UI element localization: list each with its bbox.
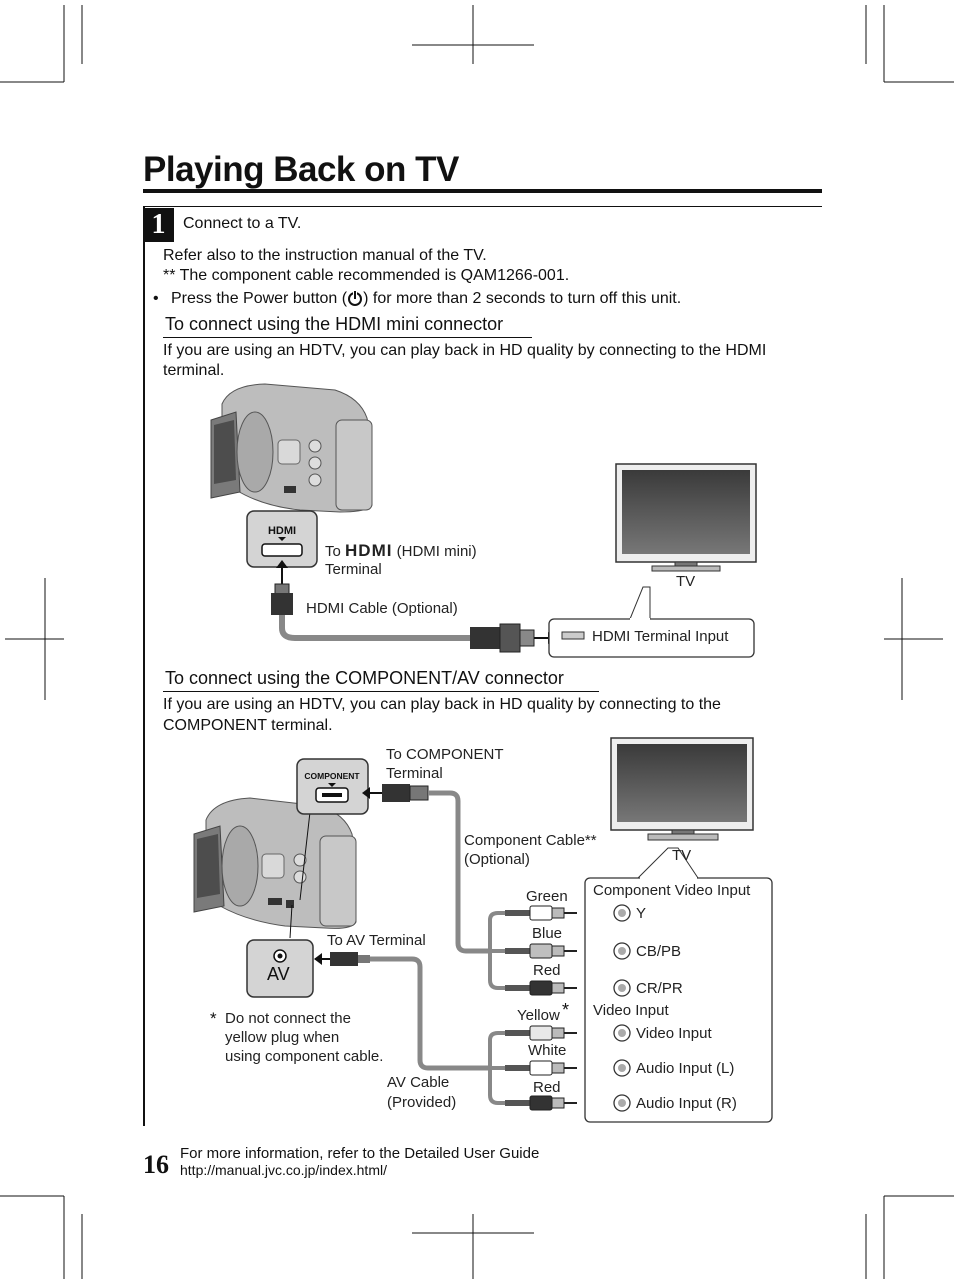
plug-red-label-1: Red: [533, 962, 561, 979]
hdmi-to-word: To: [325, 543, 341, 560]
footer-url[interactable]: http://manual.jvc.co.jp/index.html/: [180, 1162, 387, 1178]
power-icon: [348, 291, 363, 306]
hdmi-logo-text: HDMI: [345, 541, 393, 560]
jack-audio-r-label: Audio Input (R): [636, 1095, 737, 1112]
component-tv-label: TV: [672, 847, 692, 864]
jack-y-label: Y: [636, 905, 647, 922]
component-cable-label-2: (Optional): [464, 851, 530, 868]
tv-input-panel: [584, 877, 773, 1123]
component-desc-2: COMPONENT terminal.: [163, 717, 333, 734]
jack-cb-label: CB/PB: [636, 943, 682, 960]
component-heading-underline: [163, 691, 599, 692]
step-number-badge: 1: [143, 208, 174, 242]
note-component-cable: ** The component cable recommended is QA…: [163, 267, 570, 284]
hdmi-input-panel: [548, 618, 755, 658]
av-port-label: AV: [267, 964, 290, 984]
step-text: Connect to a TV.: [183, 215, 302, 232]
note-star: *: [210, 1009, 217, 1028]
to-av-terminal-label: To AV Terminal: [327, 932, 426, 949]
power-note-post: ) for more than 2 seconds to turn off th…: [363, 290, 682, 307]
plug-yellow-label: Yellow: [517, 1007, 560, 1024]
rca-plugs: [505, 905, 577, 1111]
to-component-label-2: Terminal: [386, 765, 443, 782]
power-note: Press the Power button ( ) for more than …: [171, 290, 681, 308]
tv-component-illustration: [610, 737, 754, 841]
hdmi-heading-underline: [163, 337, 532, 338]
panel-jack-centers: [618, 909, 626, 1107]
av-cable-label-2: (Provided): [387, 1094, 457, 1111]
hdmi-terminal-input-label: HDMI Terminal Input: [592, 628, 729, 645]
hdmi-port-logo: HDMI: [268, 525, 296, 537]
note-manual: Refer also to the instruction manual of …: [163, 247, 487, 264]
title-rule: [143, 189, 822, 193]
hdmi-desc-2: terminal.: [163, 362, 225, 379]
yellow-note-2: yellow plug when: [225, 1029, 340, 1046]
page-number: 16: [143, 1150, 169, 1179]
yellow-note-1: Do not connect the: [225, 1010, 351, 1027]
component-video-input-heading: Component Video Input: [593, 882, 751, 899]
av-cable-label-1: AV Cable: [387, 1074, 450, 1091]
jack-cr-label: CR/PR: [636, 980, 683, 997]
yellow-note-3: using component cable.: [225, 1048, 384, 1065]
tv-hdmi-illustration: [615, 463, 757, 572]
component-port-logo: COMPONENT: [304, 771, 360, 781]
camcorder-hdmi-illustration: [210, 383, 373, 513]
plug-white-label: White: [528, 1042, 567, 1059]
step-side-bar: [143, 206, 145, 1126]
hdmi-mini-text: (HDMI mini): [396, 543, 477, 560]
footer-guide-text: For more information, refer to the Detai…: [180, 1145, 540, 1162]
step-rule: [143, 206, 822, 207]
component-desc-1: If you are using an HDTV, you can play b…: [163, 696, 721, 713]
plug-green-label: Green: [526, 888, 568, 905]
camcorder-component-illustration: [193, 797, 357, 929]
plug-blue-label: Blue: [532, 925, 563, 942]
hdmi-heading: To connect using the HDMI mini connector: [165, 314, 504, 334]
bullet-dot: •: [153, 290, 159, 307]
plug-yellow-star: *: [562, 1000, 570, 1020]
component-heading: To connect using the COMPONENT/AV connec…: [165, 668, 564, 688]
plug-red-label-2: Red: [533, 1079, 561, 1096]
component-cable-label-1: Component Cable**: [464, 832, 597, 849]
to-component-label-1: To COMPONENT: [386, 746, 504, 763]
jack-video-label: Video Input: [636, 1025, 712, 1042]
page-title: Playing Back on TV: [143, 150, 459, 189]
video-input-heading: Video Input: [593, 1002, 669, 1019]
hdmi-cable-label: HDMI Cable (Optional): [306, 600, 458, 617]
hdmi-desc-1: If you are using an HDTV, you can play b…: [163, 342, 767, 359]
av-port-box: [246, 939, 314, 998]
power-note-pre: Press the Power button (: [171, 290, 348, 307]
hdmi-to-terminal-label: To HDMI (HDMI mini): [325, 541, 477, 561]
hdmi-terminal-line2: Terminal: [325, 561, 382, 578]
hdmi-tv-label: TV: [676, 573, 696, 590]
jack-audio-l-label: Audio Input (L): [636, 1060, 735, 1077]
